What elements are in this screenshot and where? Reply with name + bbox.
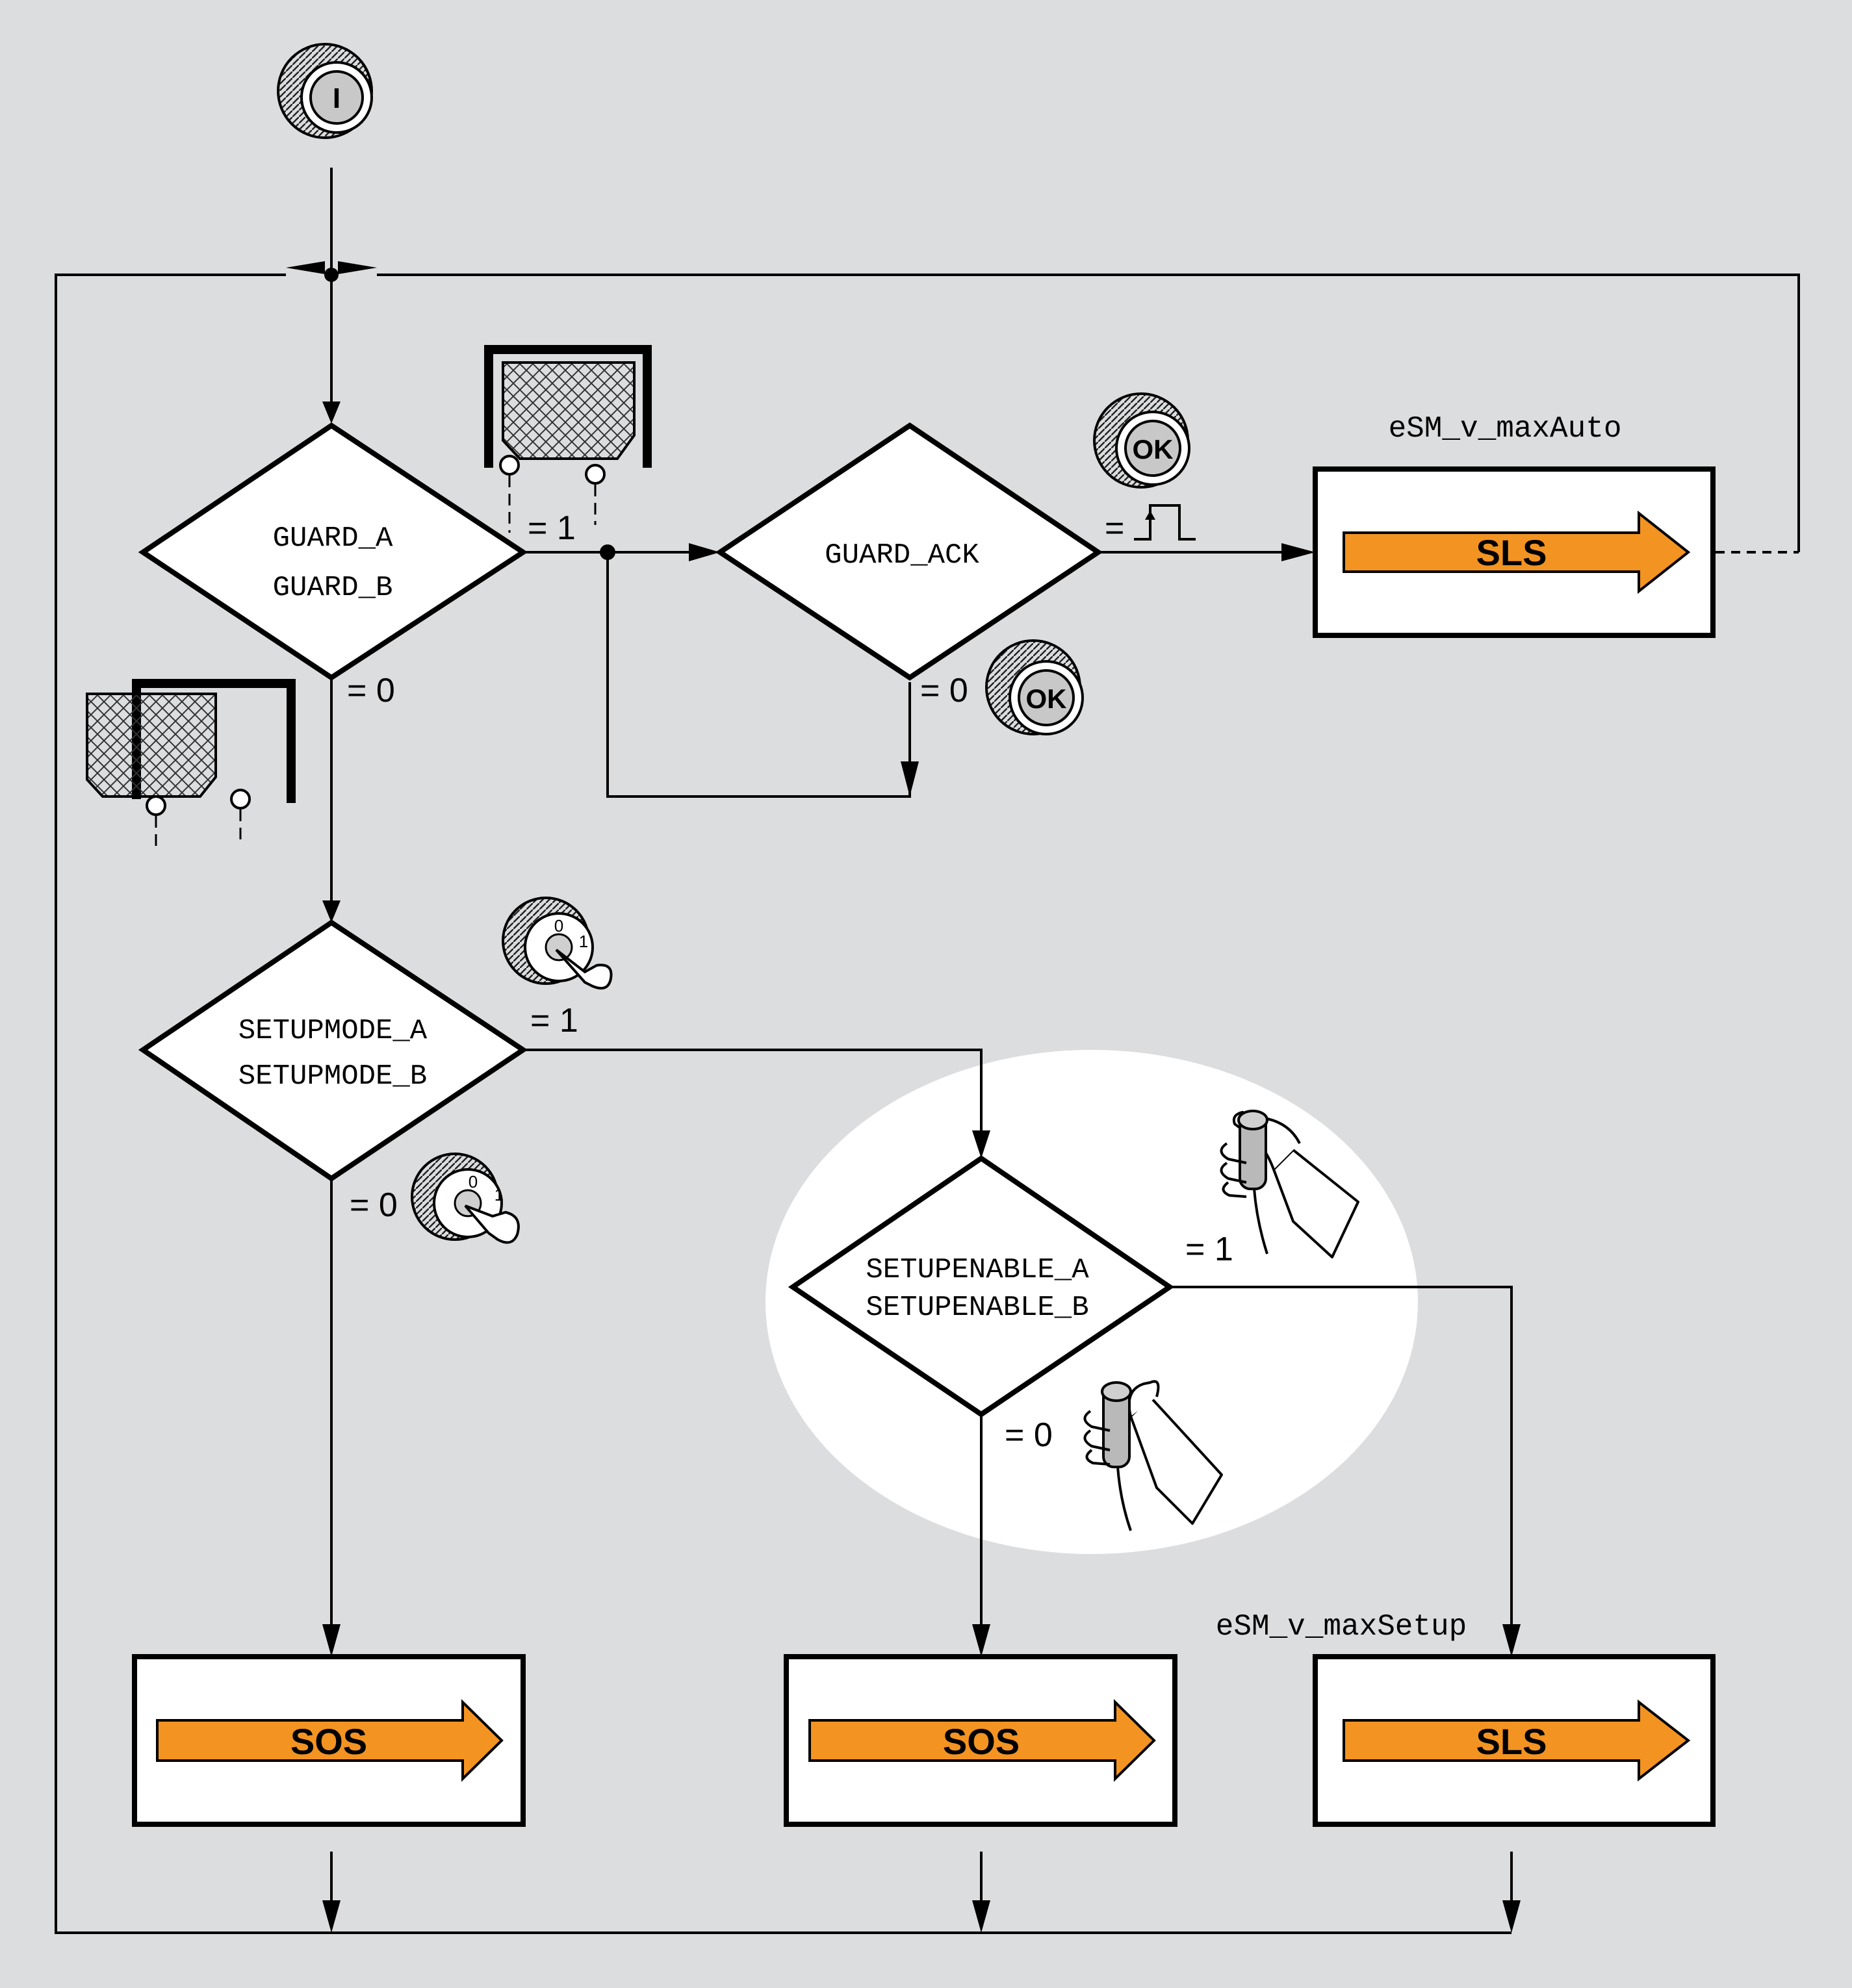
guard-decision-line1: GUARD_A: [273, 522, 393, 555]
ok-button-released-label: OK: [1026, 683, 1067, 714]
start-button-icon: I: [277, 43, 373, 139]
sos-state-2: SOS: [784, 1654, 1177, 1827]
enabling-device-released-icon: [1083, 1380, 1223, 1531]
setupenable-line1: SETUPENABLE_A: [866, 1254, 1089, 1286]
guard-no-label: = 0: [347, 672, 395, 709]
key-on-pos-0: 0: [554, 916, 563, 936]
guard-decision-line2: GUARD_B: [273, 572, 393, 604]
guard-ack-no-label: = 0: [920, 672, 968, 709]
guard-closed-icon: [484, 345, 652, 533]
setupmode-line1: SETUPMODE_A: [238, 1015, 428, 1047]
guard-yes-label: = 1: [528, 509, 576, 547]
start-button-glyph: I: [333, 83, 341, 114]
ok-button-label: OK: [1133, 434, 1174, 465]
sls-auto-state: SLS: [1313, 466, 1716, 638]
ok-button-released-icon: OK: [985, 639, 1084, 735]
sls-auto-parameter: eSM_v_maxAuto: [1389, 412, 1622, 446]
sls-auto-label: SLS: [1476, 532, 1547, 573]
key-off-pos-1: 1: [495, 1185, 504, 1204]
sls-setup-label: SLS: [1476, 1721, 1547, 1762]
guard-ack-yes-label: =: [1105, 509, 1124, 547]
guard-ack-label: GUARD_ACK: [825, 539, 979, 572]
setupmode-yes-label: = 1: [530, 1002, 578, 1039]
ok-button-icon: OK: [1093, 392, 1190, 489]
setupmode-line2: SETUPMODE_B: [238, 1060, 427, 1093]
enabling-device-pressed-icon: [1220, 1110, 1359, 1258]
guard-ack-decision: GUARD_ACK: [715, 422, 1103, 681]
sos-1-label: SOS: [290, 1721, 367, 1762]
sls-setup-parameter: eSM_v_maxSetup: [1216, 1610, 1467, 1644]
key-off-pos-0: 0: [469, 1172, 478, 1192]
setupmode-decision: SETUPMODE_A SETUPMODE_B: [138, 919, 528, 1182]
guard-decision: GUARD_A GUARD_B: [138, 422, 528, 681]
setupenable-line2: SETUPENABLE_B: [866, 1292, 1088, 1324]
rising-edge-pulse-icon: [1134, 504, 1196, 541]
setupenable-decision: SETUPENABLE_A SETUPENABLE_B: [788, 1155, 1175, 1418]
key-on-pos-1: 1: [579, 932, 588, 951]
key-switch-off-icon: 0 1: [411, 1153, 520, 1244]
setupmode-no-label: = 0: [350, 1186, 398, 1224]
setupenable-no-label: = 0: [1005, 1416, 1053, 1454]
guard-open-icon: [86, 679, 296, 847]
key-switch-on-icon: 0 1: [502, 897, 613, 989]
setupenable-yes-label: = 1: [1185, 1230, 1233, 1268]
connectors: [55, 168, 1800, 1934]
sls-setup-state: SLS: [1313, 1654, 1716, 1827]
sos-state-1: SOS: [132, 1654, 526, 1827]
sos-2-label: SOS: [943, 1721, 1020, 1762]
